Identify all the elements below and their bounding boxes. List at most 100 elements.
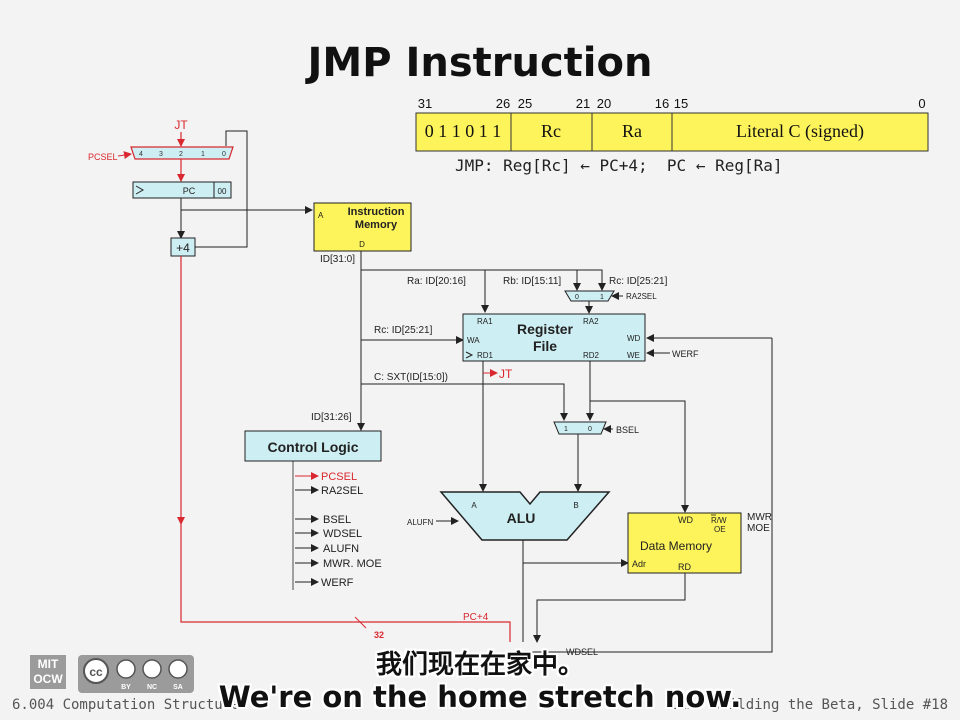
sxt-label: C: SXT(ID[15:0])	[374, 372, 448, 383]
svg-text:4: 4	[139, 151, 143, 158]
ctrl-mwr-moe: MWR. MOE	[323, 558, 382, 570]
svg-text:BY: BY	[121, 684, 131, 691]
slide-title: JMP Instruction	[307, 40, 653, 86]
svg-text:3: 3	[159, 151, 163, 158]
svg-text:SA: SA	[173, 684, 183, 691]
rc-field-label: Rc	[541, 121, 561, 141]
svg-text:Data Memory: Data Memory	[640, 539, 712, 553]
ctrl-bsel: BSEL	[323, 514, 351, 526]
svg-text:Adr: Adr	[632, 559, 646, 569]
svg-text:1: 1	[201, 151, 205, 158]
pc-section: JT 4 3 2 1 0 PCSEL PC 00 +4	[88, 118, 511, 642]
rc-field	[510, 112, 593, 152]
ctrl-pcsel: PCSEL	[321, 471, 357, 483]
svg-text:2: 2	[179, 151, 183, 158]
svg-text:WD: WD	[627, 334, 641, 343]
svg-text:A: A	[471, 501, 477, 510]
bit-label: 31	[418, 96, 432, 111]
instruction-memory-box	[313, 202, 412, 252]
ra-field	[591, 112, 673, 152]
alu-shape	[439, 491, 611, 541]
svg-text:MOE: MOE	[747, 523, 770, 534]
opcode-bus-label: ID[31:26]	[311, 412, 352, 423]
svg-text:1: 1	[564, 426, 568, 433]
pc-label: PC	[183, 186, 196, 196]
opcode-field	[415, 112, 512, 152]
svg-text:NC: NC	[147, 684, 157, 691]
alu-group: ALU A B ALUFN	[407, 491, 629, 642]
svg-text:MWR: MWR	[747, 512, 772, 523]
ctrl-wdsel: WDSEL	[323, 528, 362, 540]
mit-ocw-logo: MIT OCW	[30, 655, 66, 689]
bit-label: 21	[576, 96, 590, 111]
ra2sel-mux	[564, 290, 615, 302]
control-logic-box	[244, 430, 382, 462]
svg-text:Register: Register	[517, 321, 574, 337]
rb-field-label: Rb: ID[15:11]	[503, 276, 561, 287]
jt-top-label: JT	[174, 118, 188, 132]
ctrl-ra2sel: RA2SEL	[321, 485, 363, 497]
svg-text:D: D	[359, 240, 365, 249]
id-bus-label: ID[31:0]	[320, 254, 355, 265]
svg-text:RA1: RA1	[477, 317, 493, 326]
svg-text:OE: OE	[714, 525, 726, 534]
svg-text:0: 0	[588, 426, 592, 433]
pc4-label: PC+4	[463, 612, 489, 623]
pc-register	[132, 181, 232, 199]
pcsel-mux	[130, 146, 234, 160]
svg-text:cc: cc	[89, 665, 103, 679]
svg-text:0: 0	[575, 294, 579, 301]
svg-text:WERF: WERF	[672, 349, 699, 359]
svg-text:RA2SEL: RA2SEL	[626, 292, 657, 301]
jt-red-label: JT	[499, 367, 513, 381]
ra-field-label: Ra	[622, 121, 642, 141]
rc-wa-label: Rc: ID[25:21]	[374, 325, 433, 336]
svg-text:Instruction: Instruction	[348, 206, 405, 218]
literal-field-label: Literal C (signed)	[736, 121, 864, 142]
slide-footer: L13: Building the Beta, Slide #18	[669, 697, 948, 713]
svg-text:00: 00	[218, 187, 227, 196]
bit-label: 16	[655, 96, 669, 111]
data-memory-box	[627, 512, 742, 574]
instruction-memory: A Instruction Memory D ID[31:0] Ra: ID[2…	[311, 202, 668, 431]
svg-text:WA: WA	[467, 336, 480, 345]
bit-label: 15	[674, 96, 688, 111]
control-logic: Control Logic PCSEL RA2SEL BSEL WDSEL AL…	[244, 430, 382, 590]
svg-text:File: File	[533, 338, 557, 354]
ra-field-label: Ra: ID[20:16]	[407, 276, 466, 287]
bit-label: 20	[597, 96, 611, 111]
alu-label: ALU	[507, 510, 536, 526]
subtitle-chinese: 我们现在在家中。	[375, 650, 584, 680]
svg-text:Control Logic: Control Logic	[268, 439, 359, 455]
instruction-encoding: 31 26 25 21 20 16 15 0 0 1 1 0 1 1 Rc Ra…	[415, 96, 929, 175]
svg-text:Memory: Memory	[355, 219, 398, 231]
bit-label: 0	[918, 96, 925, 111]
svg-text:R/W: R/W	[711, 516, 727, 525]
bit-label: 25	[518, 96, 532, 111]
svg-text:A: A	[318, 211, 324, 220]
course-footer: 6.004 Computation Structures	[12, 697, 249, 713]
subtitle-english: We're on the home stretch now.	[218, 680, 742, 714]
register-file-box	[462, 313, 646, 362]
svg-text:RD: RD	[678, 562, 691, 572]
bus-width-label: 32	[374, 630, 384, 640]
svg-text:B: B	[573, 501, 578, 510]
literal-field	[671, 112, 929, 152]
svg-text:BSEL: BSEL	[616, 425, 639, 435]
plus4-label: +4	[176, 241, 190, 255]
svg-text:WE: WE	[627, 351, 640, 360]
plus4-adder	[170, 237, 196, 257]
creative-commons-icon: cc BY NC SA	[78, 655, 194, 693]
ctrl-werf: WERF	[321, 577, 354, 589]
bsel-mux-group: 1 0 BSEL	[553, 421, 639, 492]
svg-text:RD2: RD2	[583, 351, 600, 360]
svg-text:WD: WD	[678, 515, 693, 525]
svg-text:0: 0	[222, 151, 226, 158]
data-memory: Data Memory WD R/W OE MWR MOE Adr RD	[533, 512, 772, 643]
opcode-bits: 0 1 1 0 1 1	[425, 121, 502, 141]
svg-text:RD1: RD1	[477, 351, 494, 360]
wdsel-label: WDSEL	[566, 647, 598, 657]
jmp-semantics: JMP: Reg[Rc] ← PC+4; PC ← Reg[Ra]	[455, 156, 783, 175]
bsel-mux	[553, 421, 607, 435]
